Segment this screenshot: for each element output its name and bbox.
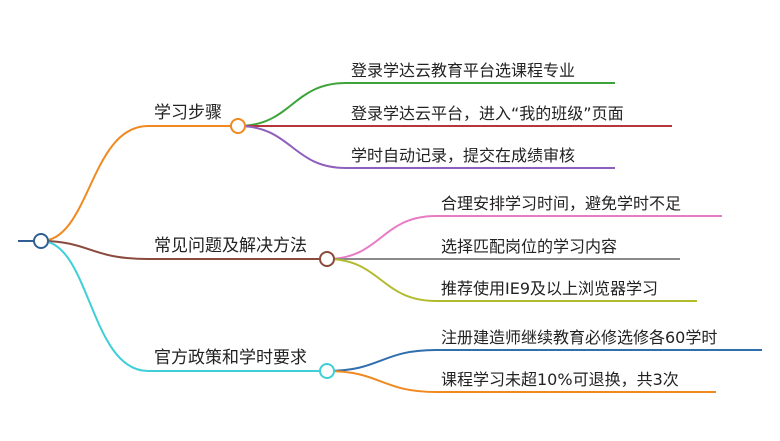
leaf-connector	[326, 349, 762, 372]
branch-node[interactable]	[319, 251, 335, 267]
branch-node[interactable]	[230, 118, 246, 134]
leaf-label: 登录学达云平台，进入“我的班级”页面	[351, 104, 624, 123]
leaf-connector	[326, 258, 697, 302]
leaf-label: 学时自动记录，提交在成绩审核	[351, 146, 575, 165]
branch-label: 常见问题及解决方法	[154, 236, 307, 256]
branch-connector	[40, 240, 327, 372]
leaf-label: 推荐使用IE9及以上浏览器学习	[441, 279, 658, 298]
leaf-label: 选择匹配岗位的学习内容	[441, 237, 617, 256]
leaf-connector	[237, 82, 615, 127]
branch-label: 学习步骤	[154, 103, 222, 123]
leaf-label: 课程学习未超10%可退换，共3次	[441, 370, 679, 389]
leaf-connector	[237, 125, 615, 169]
root-node[interactable]	[33, 233, 49, 249]
branch-connector	[40, 125, 238, 242]
branch-label: 官方政策和学时要求	[154, 348, 307, 368]
leaf-label: 登录学达云教育平台选课程专业	[351, 61, 575, 80]
leaf-label: 合理安排学习时间，避免学时不足	[441, 194, 681, 213]
branch-common-issues: 常见问题及解决方法 合理安排学习时间，避免学时不足 选择匹配岗位的学习内容 推荐…	[40, 194, 722, 302]
branch-connector	[40, 240, 327, 260]
leaf-label: 注册建造师继续教育必修选修各60学时	[441, 328, 717, 347]
leaf-connector	[326, 370, 716, 393]
leaf-connector	[326, 215, 722, 260]
branch-official-policy: 官方政策和学时要求 注册建造师继续教育必修选修各60学时 课程学习未超10%可退…	[40, 240, 762, 393]
branch-node[interactable]	[319, 363, 335, 379]
branch-learning-steps: 学习步骤 登录学达云教育平台选课程专业 登录学达云平台，进入“我的班级”页面 学…	[40, 61, 672, 242]
